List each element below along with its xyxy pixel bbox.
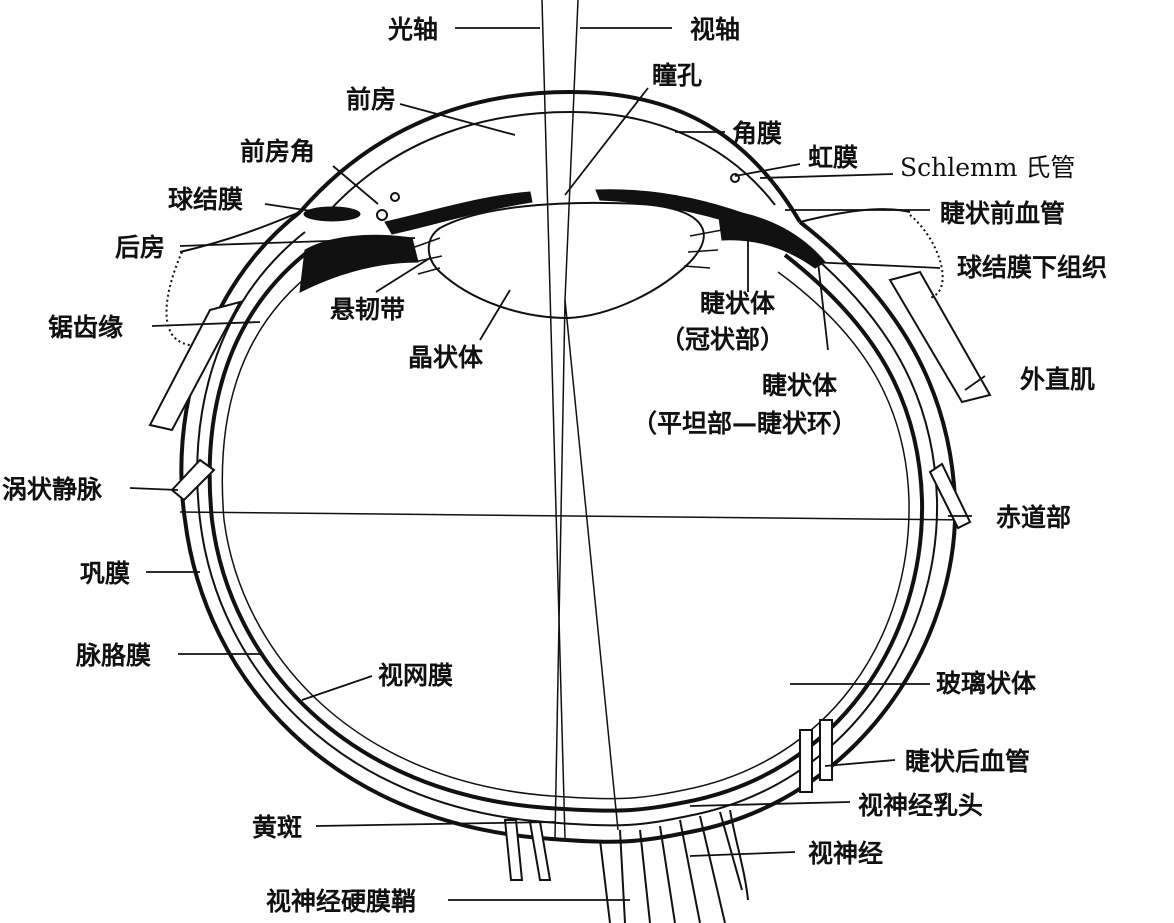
label-choroid: 脉胳膜 (75, 641, 151, 670)
label-ciliary-body-corona: 睫状体 (700, 289, 776, 318)
label-ciliary-body-plana: 睫状体 (762, 371, 838, 400)
posterior-ciliary-vessel-2 (819, 719, 833, 781)
ciliary-body-left (299, 234, 419, 293)
label-posterior-ciliary-vessels: 睫状后血管 (905, 747, 1030, 776)
label-ora-serrata: 锯齿缘 (48, 313, 123, 342)
label-cornea: 角膜 (732, 119, 782, 148)
label-lateral-rectus: 外直肌 (1020, 365, 1095, 394)
label-bulbar-conjunctiva: 球结膜 (168, 185, 243, 214)
retina-layer (221, 267, 910, 800)
labels: 光轴 视轴 瞳孔 前房 角膜 虹膜 Schlemm 氏管 前房角 球结膜 睫状前… (2, 15, 1107, 916)
label-retina: 视网膜 (378, 661, 453, 690)
conjunctiva-left (179, 211, 301, 253)
optic-axis-line (541, 0, 566, 839)
visual-axis-line (554, 0, 579, 839)
label-vitreous-body: 玻璃状体 (936, 669, 1037, 698)
equator-line (179, 511, 971, 521)
zonule-fibers-right (683, 229, 723, 269)
label-anterior-chamber-angle: 前房角 (240, 137, 315, 166)
leader-lines (129, 27, 986, 901)
conjunctiva-right (799, 208, 911, 223)
label-anterior-chamber: 前房 (346, 85, 396, 114)
angle-marker-left (376, 209, 388, 221)
label-sclera: 巩膜 (80, 559, 130, 588)
label-visual-axis: 视轴 (690, 15, 740, 44)
label-equator: 赤道部 (996, 503, 1071, 532)
posterior-ciliary-vessel-1 (799, 729, 813, 793)
posterior-vessel-bottom-2 (528, 821, 552, 881)
label-optical-axis: 光轴 (387, 15, 438, 44)
subconjunctival-dotted-left (165, 251, 191, 346)
label-pupil: 瞳孔 (652, 61, 702, 90)
ciliary-body-right (717, 209, 826, 269)
label-optic-papilla: 视神经乳头 (858, 791, 983, 820)
iris-left (384, 191, 533, 235)
label-lens: 晶状体 (408, 343, 484, 372)
muscle-stub-left (148, 300, 242, 432)
choroid-layer (207, 248, 925, 813)
label-iris: 虹膜 (808, 143, 858, 172)
label-optic-nerve-sheath: 视神经硬膜鞘 (266, 887, 416, 916)
sclera-outer (179, 210, 958, 844)
label-zonule: 悬韧带 (330, 295, 405, 324)
visual-axis-lower (564, 299, 619, 831)
label-ciliary-body-corona-sub: （冠状部） (660, 325, 785, 354)
vortex-vein-right (928, 462, 972, 530)
cornea-inner (329, 110, 776, 211)
label-ciliary-body-plana-sub: （平坦部—睫状环） (632, 409, 857, 438)
bulbar-conjunctiva-blob (303, 206, 361, 222)
label-optic-nerve: 视神经 (808, 839, 883, 868)
posterior-vessel-bottom-1 (503, 819, 524, 881)
label-vortex-vein: 涡状静脉 (2, 475, 103, 504)
eyeball-drawing (148, 0, 992, 923)
subconjunctival-dotted-right (909, 214, 944, 299)
label-anterior-ciliary-vessels: 睫状前血管 (940, 199, 1065, 228)
label-posterior-chamber: 后房 (115, 233, 165, 262)
optic-nerve-body (619, 811, 743, 923)
vortex-vein-left (170, 458, 216, 502)
schlemm-canal-left (390, 192, 400, 202)
schlemm-canal-right (730, 173, 740, 183)
label-subconjunctival-tissue: 球结膜下组织 (957, 253, 1107, 282)
cornea-outer (298, 89, 802, 224)
lateral-rectus-muscle (888, 270, 992, 404)
label-macula: 黄斑 (252, 813, 302, 842)
label-schlemm-canal: Schlemm 氏管 (900, 153, 1075, 182)
